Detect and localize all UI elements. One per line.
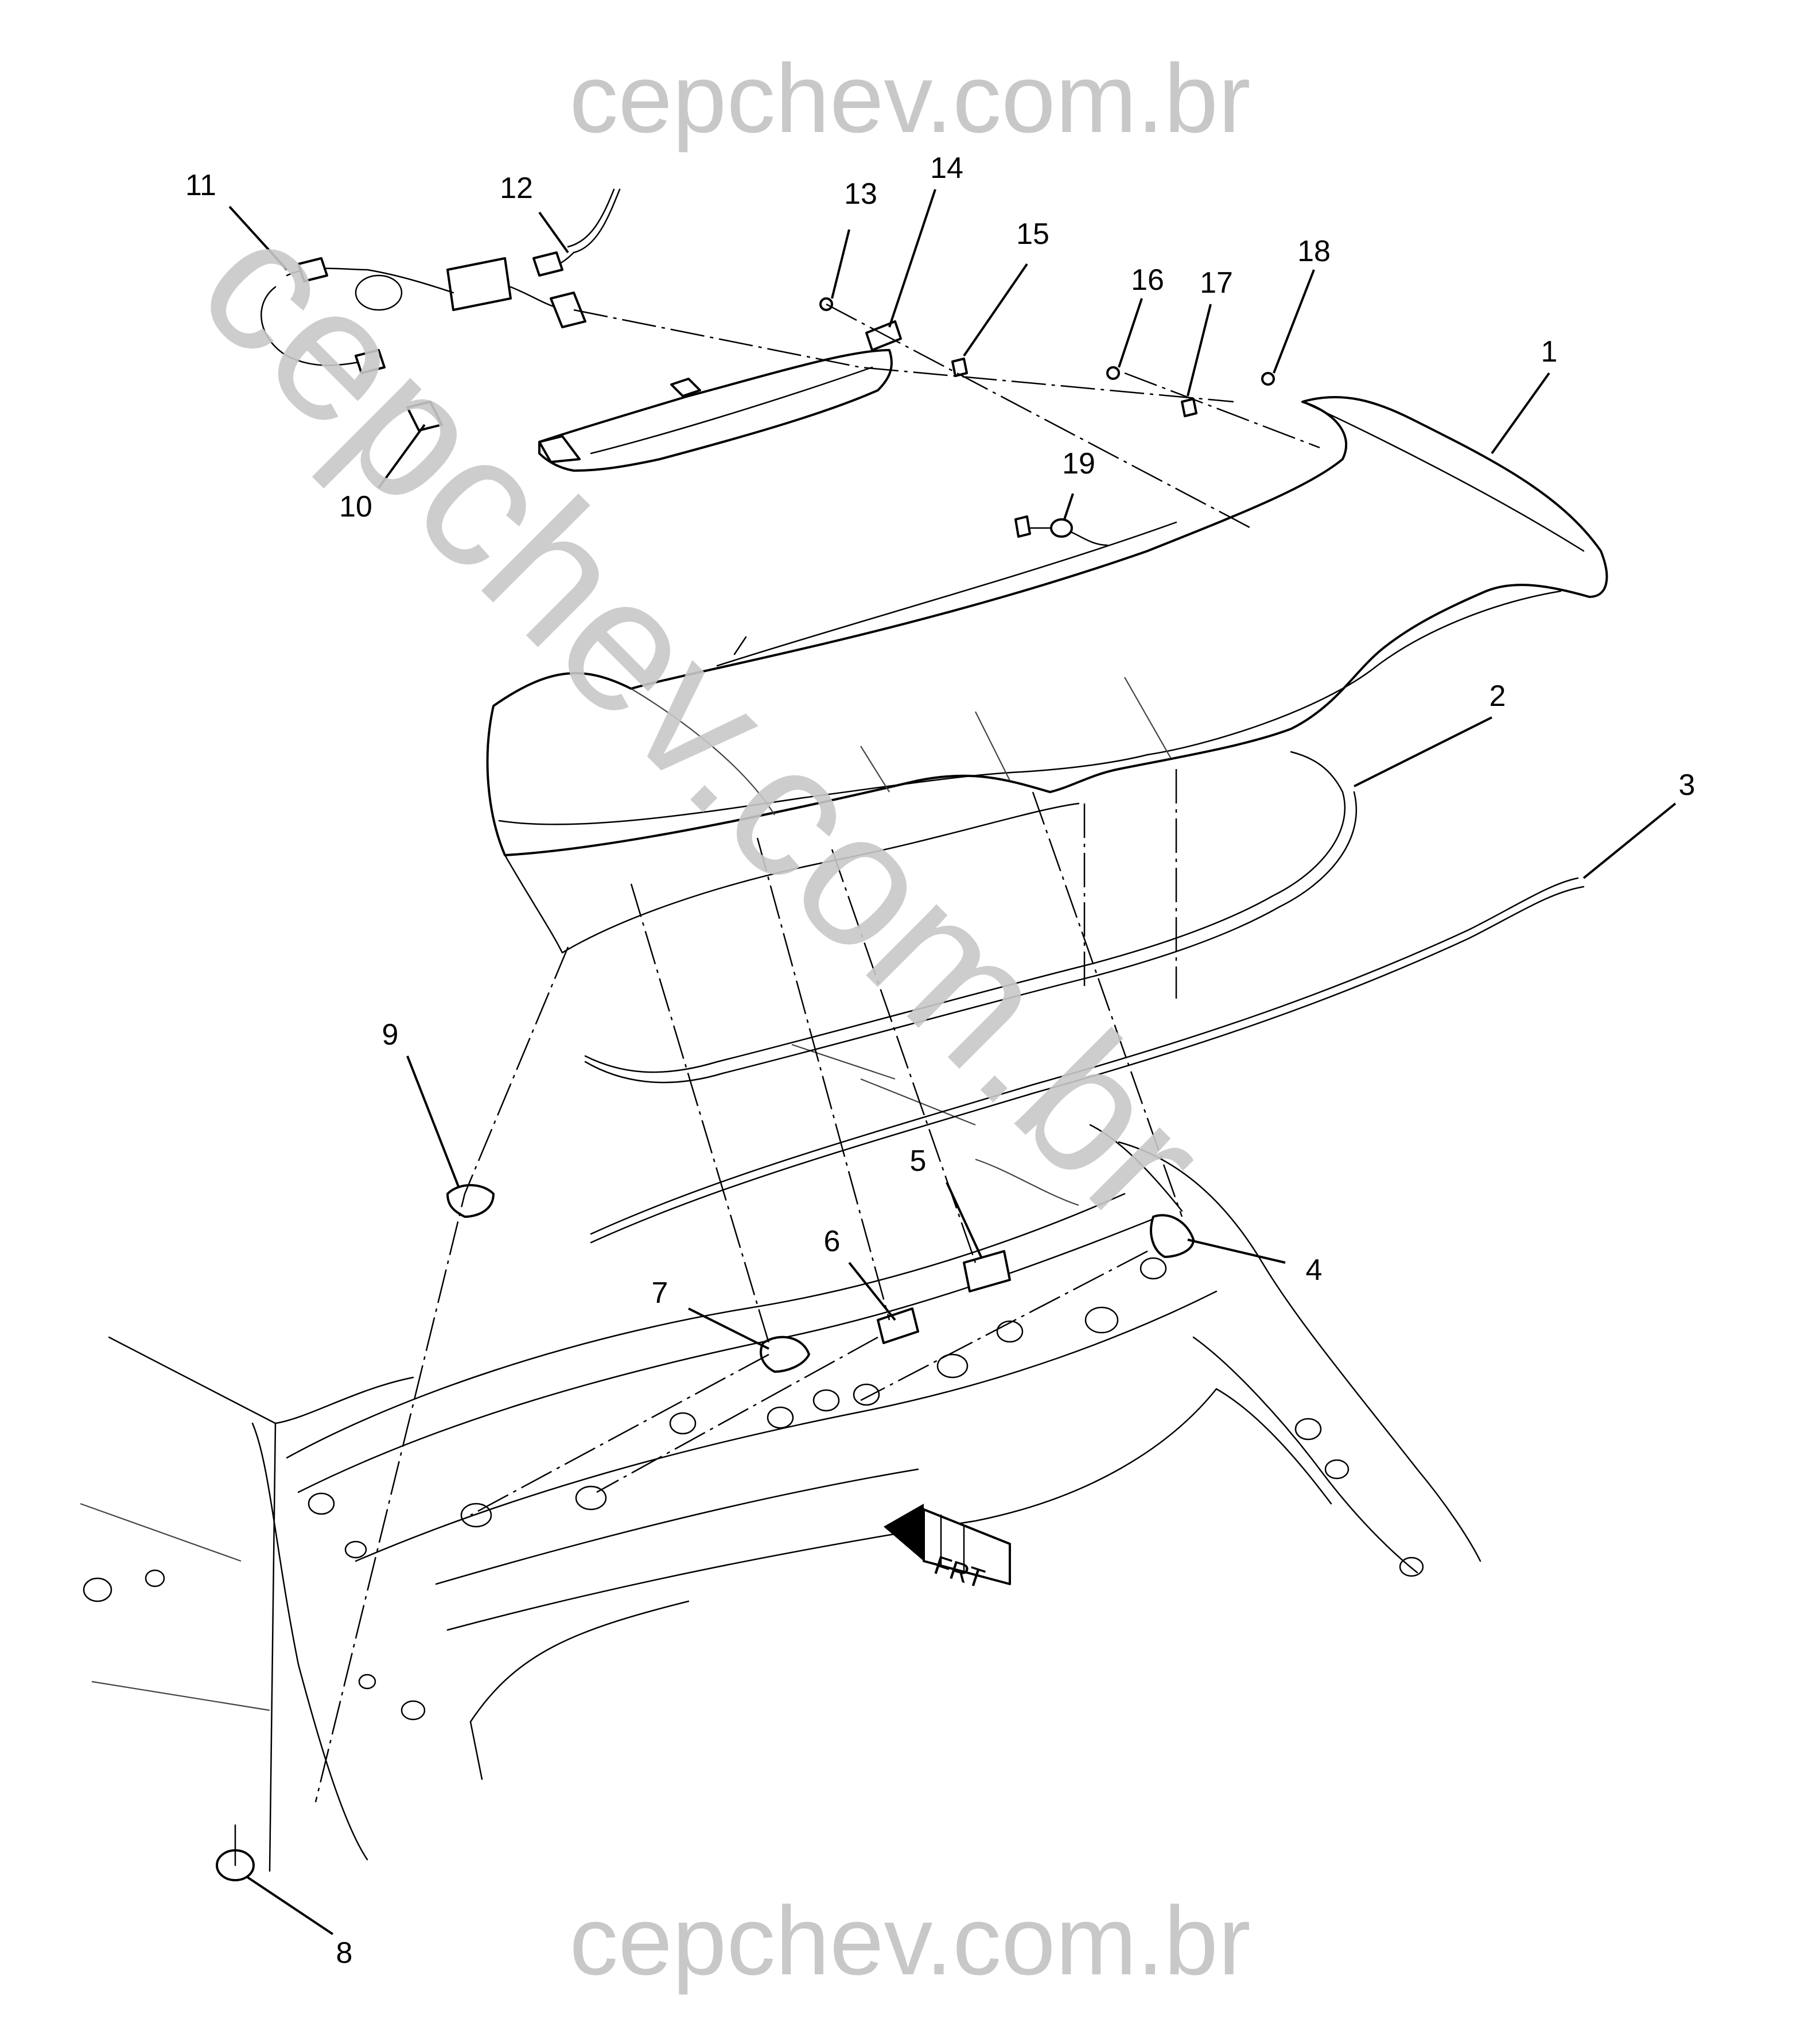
- callout-13: 13: [844, 177, 877, 211]
- callout-4: 4: [1306, 1253, 1323, 1287]
- washer-hose: [1014, 515, 1109, 546]
- callout-2: 2: [1490, 680, 1506, 713]
- callout-8: 8: [336, 1936, 353, 1970]
- callout-leaders: [228, 189, 1677, 1935]
- wiring-harness: [260, 188, 621, 432]
- vehicle-body-panel: [80, 1043, 1481, 1872]
- spoiler-assembly: [486, 395, 1608, 954]
- watermark-bottom: cepchev.com.br: [569, 1887, 1250, 1996]
- callout-1: 1: [1541, 335, 1558, 368]
- callout-15: 15: [1016, 218, 1049, 251]
- callout-16: 16: [1131, 263, 1164, 297]
- stop-lamp: [538, 320, 902, 472]
- callout-14: 14: [930, 152, 963, 185]
- callout-12: 12: [500, 172, 533, 205]
- callout-5: 5: [910, 1144, 927, 1178]
- callout-18: 18: [1297, 235, 1331, 268]
- callout-19: 19: [1062, 447, 1095, 480]
- callout-7: 7: [652, 1276, 668, 1310]
- sealing-strip: [590, 877, 1579, 1235]
- callout-10: 10: [339, 490, 372, 523]
- callout-9: 9: [382, 1018, 399, 1051]
- callout-6: 6: [824, 1225, 841, 1258]
- callout-17: 17: [1200, 266, 1233, 300]
- watermark-top: cepchev.com.br: [569, 44, 1250, 153]
- seal-strip: [584, 751, 1346, 1073]
- front-direction-marker: FRT: [884, 1504, 1011, 1594]
- callout-11: 11: [185, 169, 216, 202]
- callout-labels: 1 2 3 4 5 6 7 8 9 10 11 12 13 14 15 16 1…: [185, 152, 1695, 1970]
- callout-3: 3: [1679, 768, 1695, 802]
